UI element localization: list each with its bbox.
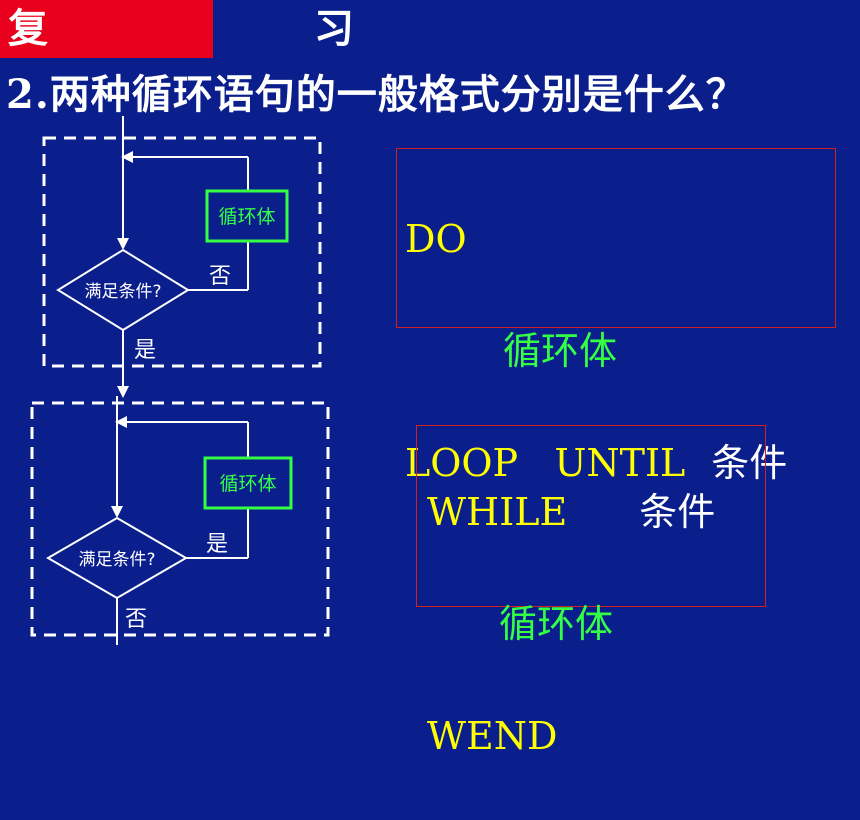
yes-label-2: 是 [206, 532, 228, 557]
kw-while: WHILE [427, 490, 568, 534]
no-label-2: 否 [125, 607, 147, 632]
loop-body-box [205, 189, 289, 243]
loop-until-condition: 条件 [711, 441, 788, 485]
do-loop-until-box: DO 循环体 LOOP UNTIL 条件 [396, 148, 836, 485]
frame-while [30, 401, 330, 637]
yes-label: 是 [134, 338, 156, 363]
loop-body-label: 循环体 [218, 206, 275, 228]
condition-label-2: 满足条件? [78, 550, 155, 570]
kw-loop-until: LOOP UNTIL [405, 441, 686, 485]
kw-do: DO [405, 217, 467, 261]
while-body: 循环体 [499, 602, 614, 646]
while-condition: 条件 [639, 490, 716, 534]
loop-body-label-2: 循环体 [219, 473, 276, 495]
while-line: WHILE 条件 [427, 484, 765, 540]
frame-until [42, 136, 322, 368]
flowchart-while-loop: 循环体 满足条件? 是 否 [30, 396, 330, 645]
question-text: 2.两种循环语句的一般格式分别是什么？ [6, 71, 747, 118]
loop-body-box-2 [203, 456, 293, 510]
condition-label: 满足条件? [84, 282, 161, 302]
kw-wend: WEND [427, 714, 558, 758]
flowchart-until-loop: 循环体 满足条件? 否 是 [42, 116, 322, 398]
no-label: 否 [209, 264, 231, 289]
flowcharts: 循环体 满足条件? 否 是 循环体 满足条件? 是 否 [30, 116, 330, 645]
while-wend-box: WHILE 条件 循环体 WEND [416, 425, 766, 758]
loop-until-line: LOOP UNTIL 条件 [405, 435, 835, 491]
loop-until-body: 循环体 [503, 329, 618, 373]
